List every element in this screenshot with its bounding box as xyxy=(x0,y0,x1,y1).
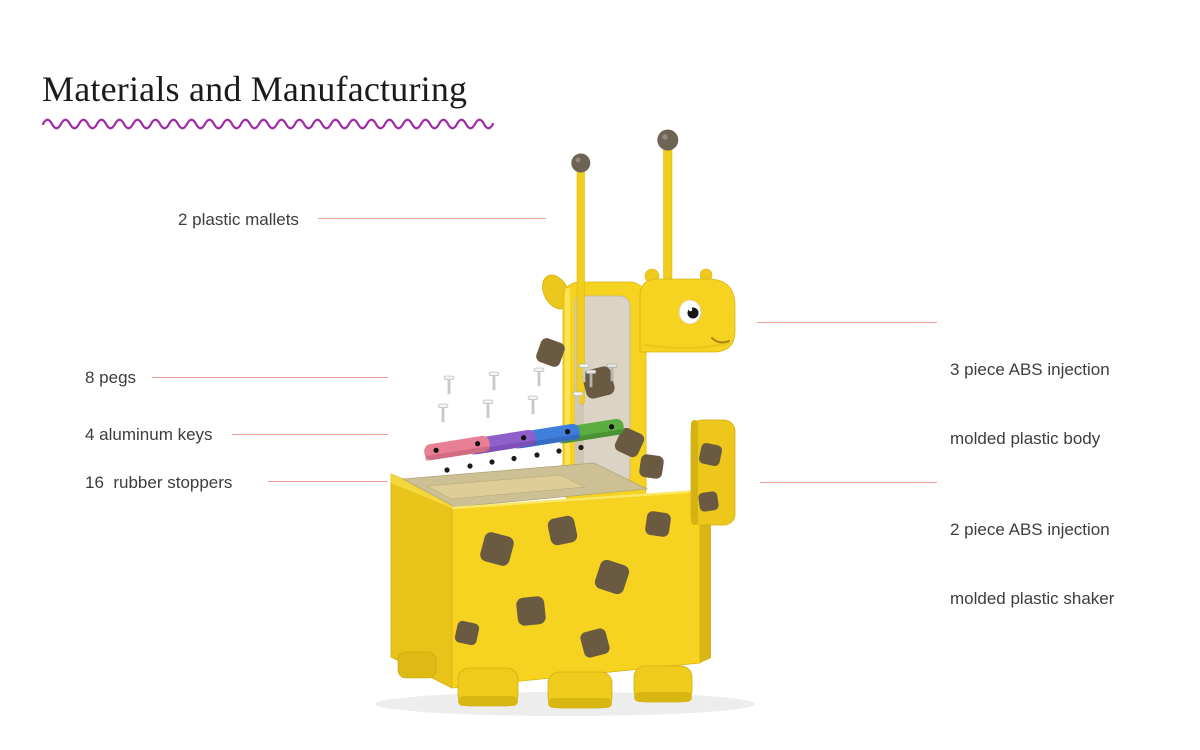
callout-label-body: 3 piece ABS injection molded plastic bod… xyxy=(950,312,1110,473)
callout-label-body-line1: 3 piece ABS injection xyxy=(950,360,1110,379)
pegs-icon xyxy=(437,363,618,423)
callout-label-mallets: 2 plastic mallets xyxy=(178,210,299,229)
leader-line-stoppers xyxy=(268,481,388,482)
leader-line-mallets xyxy=(318,218,546,219)
shaker-leg xyxy=(690,419,736,526)
smile-icon xyxy=(711,337,730,344)
callout-label-body-line2: molded plastic body xyxy=(950,429,1101,448)
callout-label-pegs: 8 pegs xyxy=(85,368,137,387)
mallets-icon xyxy=(571,129,679,405)
giraffe-feet xyxy=(397,651,693,709)
callout-label-shaker-line2: molded plastic shaker xyxy=(950,589,1115,608)
callout-label-keys: 4 aluminum keys xyxy=(85,425,213,444)
leader-line-keys xyxy=(232,434,388,435)
giraffe-body-spots xyxy=(454,511,671,658)
giraffe-body xyxy=(390,462,711,689)
callout-label-stoppers: 16 rubber stoppers xyxy=(85,473,233,492)
page-title: Materials and Manufacturing xyxy=(42,69,468,109)
leader-line-body xyxy=(757,322,937,323)
callout-label-shaker-line1: 2 piece ABS injection xyxy=(950,520,1110,539)
leader-line-shaker xyxy=(760,482,937,483)
callout-label-shaker: 2 piece ABS injection molded plastic sha… xyxy=(950,472,1114,633)
title-underline-wave xyxy=(42,118,494,130)
xylophone-keys xyxy=(424,418,625,461)
leader-line-pegs xyxy=(152,377,388,378)
rubber-stopper-dots xyxy=(444,444,584,473)
giraffe-head xyxy=(639,268,736,353)
giraffe-neck-spots xyxy=(536,338,664,479)
